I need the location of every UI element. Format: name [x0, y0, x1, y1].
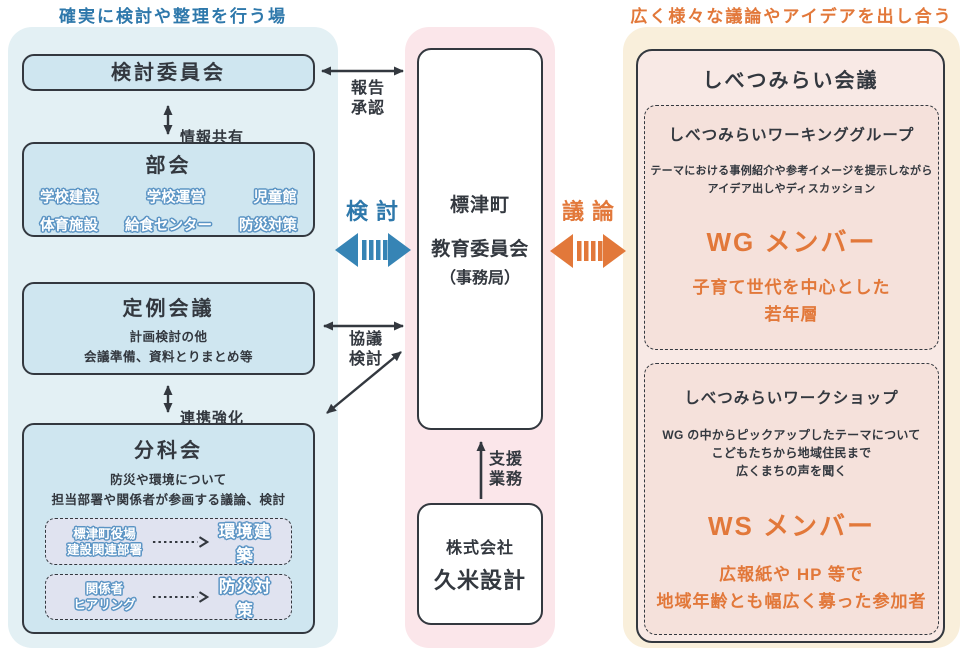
- left-section-header: 確実に検討や整理を行う場: [59, 7, 287, 26]
- info-share-label: 情報共有: [180, 129, 245, 146]
- ws-target-1: 広報紙や HP 等で: [719, 565, 864, 584]
- kento-iinkai-box: 検討委員会: [22, 54, 315, 91]
- working-group-box: しべつみらいワーキンググループ テーマにおける事例紹介や参考イメージを提示しなが…: [644, 105, 939, 350]
- ws-desc-1: WG の中からピックアップしたテーマについて: [662, 428, 921, 442]
- source-line: 関係者: [85, 582, 124, 596]
- workshop-box: しべつみらいワークショップ WG の中からピックアップしたテーマについて こども…: [644, 363, 939, 635]
- kento2-label: 検討: [348, 351, 383, 368]
- kyogi-label: 協議: [348, 331, 383, 348]
- kento-double-arrow-icon: [335, 233, 411, 267]
- bunkakai-box: 分科会 防災や環境について 担当部署や関係者が参画する議論、検討 標津町役場 建…: [22, 423, 315, 634]
- bukai-item: 児童館: [253, 190, 298, 206]
- source-line: 標津町役場: [73, 526, 136, 541]
- giron-double-arrow-icon: [550, 234, 626, 268]
- bukai-box: 部会 学校建設 学校運営 児童館 体育施設 給食センター 防災対策: [22, 142, 315, 237]
- teirei-desc-2: 会議準備、資料とりまとめ等: [83, 350, 253, 364]
- support-label: 支援 業務: [489, 450, 533, 490]
- bunkakai-desc-2: 担当部署や関係者が参画する議論、検討: [51, 493, 286, 507]
- report-approval-label: 報告 承認: [338, 79, 398, 119]
- bunkakai-row-bousai-source: 関係者 ヒアリング: [58, 581, 151, 613]
- ws-desc-2: こどもたちから地域住民まで: [711, 446, 872, 460]
- teirei-kaigi-box: 定例会議 計画検討の他 会議準備、資料とりまとめ等: [22, 282, 315, 375]
- bunkakai-row-env-source: 標津町役場 建設関連部署: [58, 526, 151, 558]
- kume-line-1: 株式会社: [445, 539, 514, 557]
- bunkakai-row-bousai-target: 防災対策: [218, 578, 272, 620]
- board-line-1: 標津町: [449, 195, 510, 216]
- bukai-title: 部会: [145, 155, 192, 177]
- bunkakai-row-env: 標津町役場 建設関連部署 環境建築: [45, 518, 292, 565]
- approval-label: 承認: [350, 100, 385, 117]
- bunkakai-row-bousai: 関係者 ヒアリング 防災対策: [45, 574, 292, 620]
- source-line: 建設関連部署: [67, 542, 143, 557]
- giron-label: 議論: [561, 199, 622, 224]
- support-line-1: 支援: [489, 451, 524, 468]
- bukai-item: 体育施設: [40, 218, 98, 234]
- source-line: ヒアリング: [73, 598, 136, 612]
- kento-iinkai-title: 検討委員会: [111, 62, 226, 84]
- bukai-item: 学校建設: [40, 190, 98, 206]
- bunkakai-desc-1: 防災や環境について: [110, 473, 227, 487]
- teirei-title: 定例会議: [122, 298, 215, 320]
- ws-member-label: WS メンバー: [707, 511, 876, 541]
- ws-desc-3: 広くまちの声を聞く: [736, 464, 847, 478]
- wg-desc-2: アイデア出しやディスカッション: [707, 183, 876, 195]
- ws-target-2: 地域年齢とも幅広く募った参加者: [656, 592, 927, 611]
- dotted-arrow-icon: [152, 535, 210, 548]
- left-section-panel: 検討委員会 情報共有 部会 学校建設 学校運営 児童館 体育施設 給食センター …: [8, 27, 338, 648]
- council-title: しべつみらい会議: [702, 70, 879, 92]
- board-line-3: （事務局）: [439, 270, 520, 287]
- kume-sekkei-box: 株式会社 久米設計: [417, 503, 543, 625]
- kento-label: 検討: [345, 199, 406, 224]
- board-line-2: 教育委員会: [431, 239, 529, 260]
- bukai-item: 給食センター: [125, 218, 212, 234]
- wg-target-1: 子育て世代を中心とした: [692, 278, 891, 297]
- support-line-2: 業務: [489, 471, 524, 488]
- kyogi-kento-label: 協議 検討: [336, 330, 396, 370]
- wg-target-2: 若年層: [764, 305, 819, 324]
- bukai-items-row-1: 学校建設 学校運営 児童館: [24, 186, 313, 207]
- dotted-arrow-icon: [152, 591, 210, 603]
- bukai-items-row-2: 体育施設 給食センター 防災対策: [24, 214, 313, 235]
- wg-title: しべつみらいワーキンググループ: [668, 127, 915, 144]
- teirei-desc-1: 計画検討の他: [129, 330, 208, 344]
- kume-line-2: 久米設計: [433, 567, 526, 593]
- wg-member-label: WG メンバー: [706, 227, 877, 257]
- kyoiku-iinkai-box: 標津町 教育委員会 （事務局）: [417, 48, 543, 430]
- bukai-item: 防災対策: [239, 218, 297, 234]
- right-section-panel: しべつみらい会議 しべつみらいワーキンググループ テーマにおける事例紹介や参考イ…: [623, 27, 960, 648]
- center-section-panel: 標津町 教育委員会 （事務局） 株式会社 久米設計: [405, 27, 555, 648]
- bunkakai-row-env-target: 環境建築: [218, 522, 272, 565]
- renkei-label: 連携強化: [180, 410, 245, 427]
- bunkakai-title: 分科会: [134, 440, 203, 462]
- ws-title: しべつみらいワークショップ: [684, 390, 899, 407]
- report-label: 報告: [350, 80, 385, 97]
- wg-desc-1: テーマにおける事例紹介や参考イメージを提示しながら: [650, 165, 933, 177]
- shibetsu-mirai-kaigi-box: しべつみらい会議 しべつみらいワーキンググループ テーマにおける事例紹介や参考イ…: [636, 49, 945, 643]
- bukai-item: 学校運営: [146, 190, 205, 206]
